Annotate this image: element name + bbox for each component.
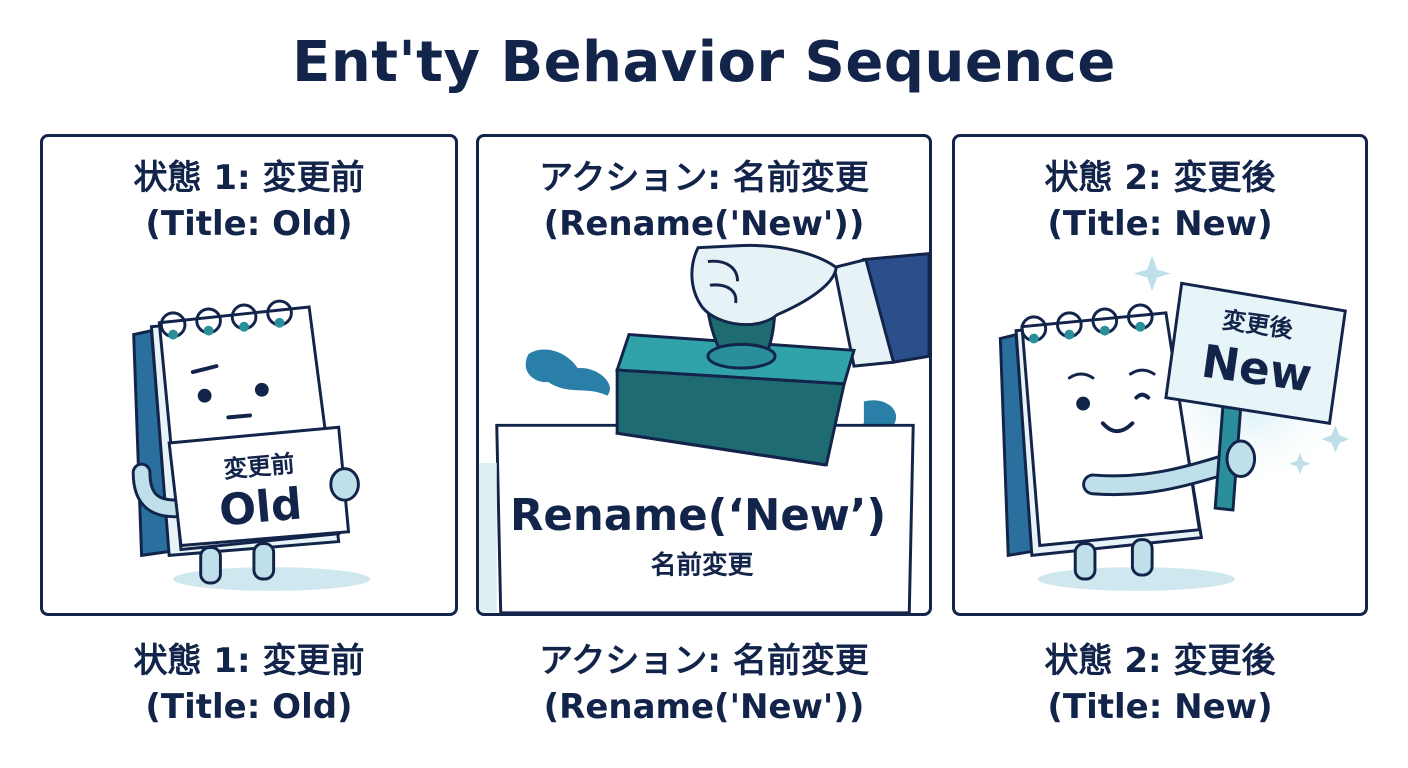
panel-state-1: 状態 1: 変更前 (Title: Old) 変更前 Ol xyxy=(40,134,458,616)
panel-heading-line2: (Title: Old) xyxy=(145,204,353,244)
panel-heading-line1: 状態 1: 変更前 xyxy=(133,158,365,198)
caption-line1: 状態 1: 変更前 xyxy=(133,641,365,681)
sign-large-text: Old xyxy=(217,479,304,536)
panel-state-2: 状態 2: 変更後 (Title: New) xyxy=(952,134,1368,616)
sign-small-text: 変更前 xyxy=(223,450,296,484)
panel-action: アクション: 名前変更 (Rename('New')) Rename(‘New’… xyxy=(476,134,932,616)
caption-line2: (Rename('New')) xyxy=(543,687,865,727)
sparkle-icon xyxy=(1133,255,1350,475)
caption-line1: アクション: 名前変更 xyxy=(539,641,869,681)
panel-heading-line2: (Rename('New')) xyxy=(543,204,865,244)
paper-small-text: 名前変更 xyxy=(651,549,754,580)
page-title: Ent'ty Behavior Sequence xyxy=(292,30,1116,95)
caption-line2: (Title: New) xyxy=(1047,687,1273,727)
panel-heading-state-1: 状態 1: 変更前 (Title: Old) xyxy=(43,155,455,247)
caption-action: アクション: 名前変更 (Rename('New')) xyxy=(476,638,932,730)
panel-heading-action: アクション: 名前変更 (Rename('New')) xyxy=(479,155,929,247)
panel-heading-line1: 状態 2: 変更後 xyxy=(1044,158,1276,198)
calendar-character-icon: 変更前 Old xyxy=(131,299,371,591)
caption-state-2: 状態 2: 変更後 (Title: New) xyxy=(952,638,1368,730)
rubber-stamp-icon: Rename(‘New’) 名前変更 xyxy=(479,243,929,613)
calendar-character-icon: 変更後 New xyxy=(998,255,1360,591)
paper-large-text: Rename(‘New’) xyxy=(510,491,886,541)
caption-line2: (Title: Old) xyxy=(145,687,353,727)
panel-heading-state-2: 状態 2: 変更後 (Title: New) xyxy=(955,155,1365,247)
panel-heading-line2: (Title: New) xyxy=(1047,204,1273,244)
caption-state-1: 状態 1: 変更前 (Title: Old) xyxy=(40,638,458,730)
panel-heading-line1: アクション: 名前変更 xyxy=(539,158,869,198)
caption-line1: 状態 2: 変更後 xyxy=(1044,641,1276,681)
